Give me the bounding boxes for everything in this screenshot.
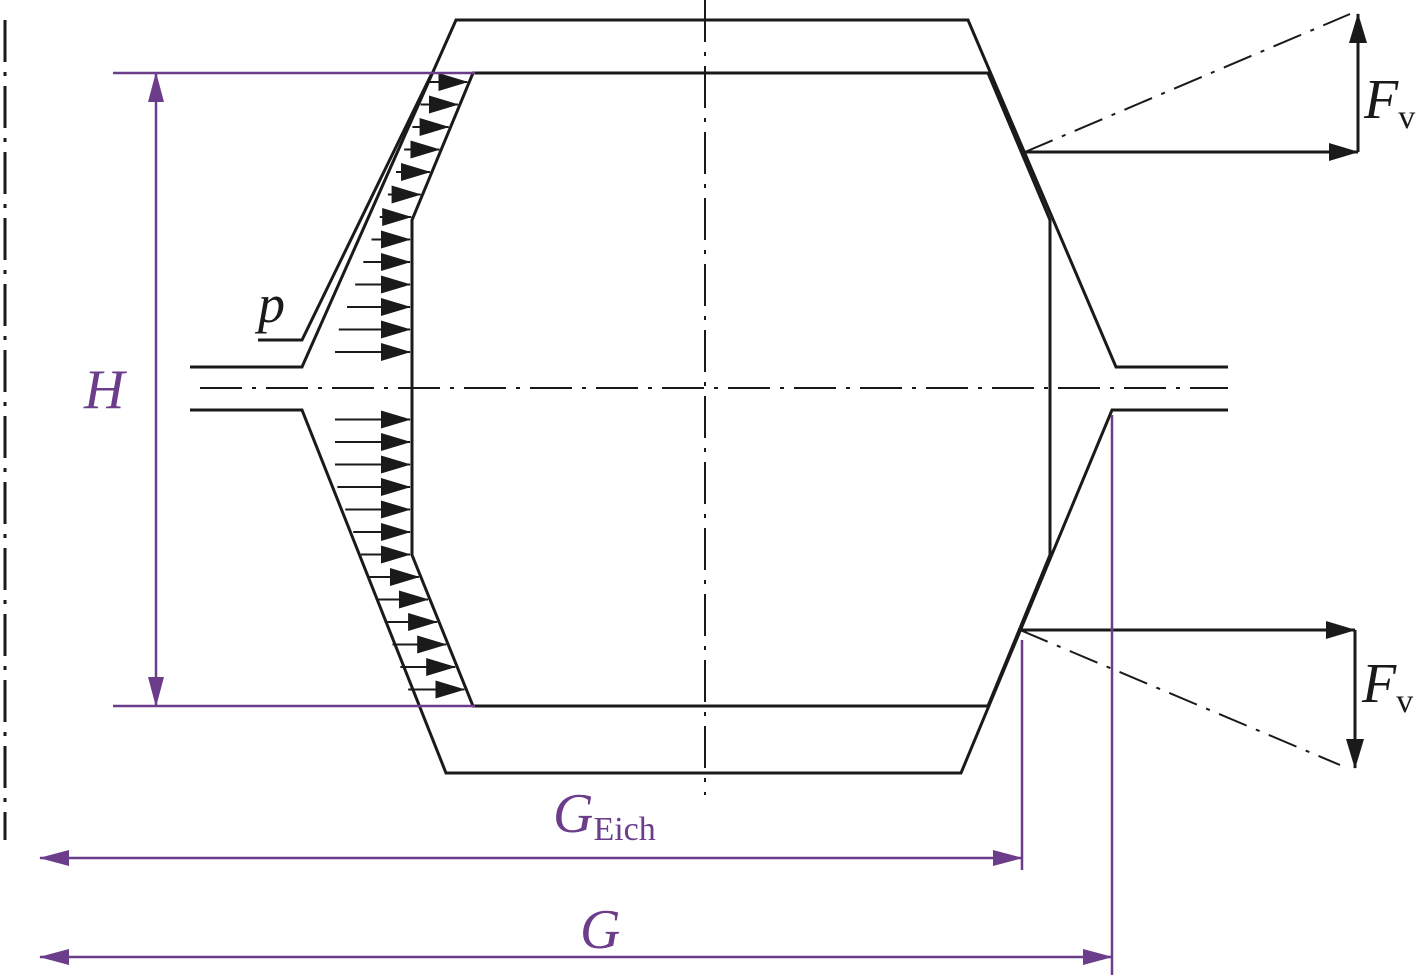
pressure-label: p xyxy=(254,274,285,334)
dimension-height xyxy=(113,71,475,708)
height-label: H xyxy=(83,359,127,421)
calibration-width-label: GEich xyxy=(553,783,656,848)
dimension-width xyxy=(39,415,1114,975)
reaction-force-bottom xyxy=(1019,621,1364,769)
pressure-distribution-arrows xyxy=(258,72,469,699)
force-label-bottom: Fv xyxy=(1361,653,1413,720)
reaction-force-top xyxy=(1024,13,1367,161)
width-label: G xyxy=(580,899,620,961)
gasket-inner-outline xyxy=(410,71,1052,708)
pressure-envelope-line xyxy=(258,72,434,342)
dimension-calibration-width xyxy=(39,640,1024,870)
force-label-top: Fv xyxy=(1363,69,1415,136)
gasket-outer-outline xyxy=(190,18,1228,775)
